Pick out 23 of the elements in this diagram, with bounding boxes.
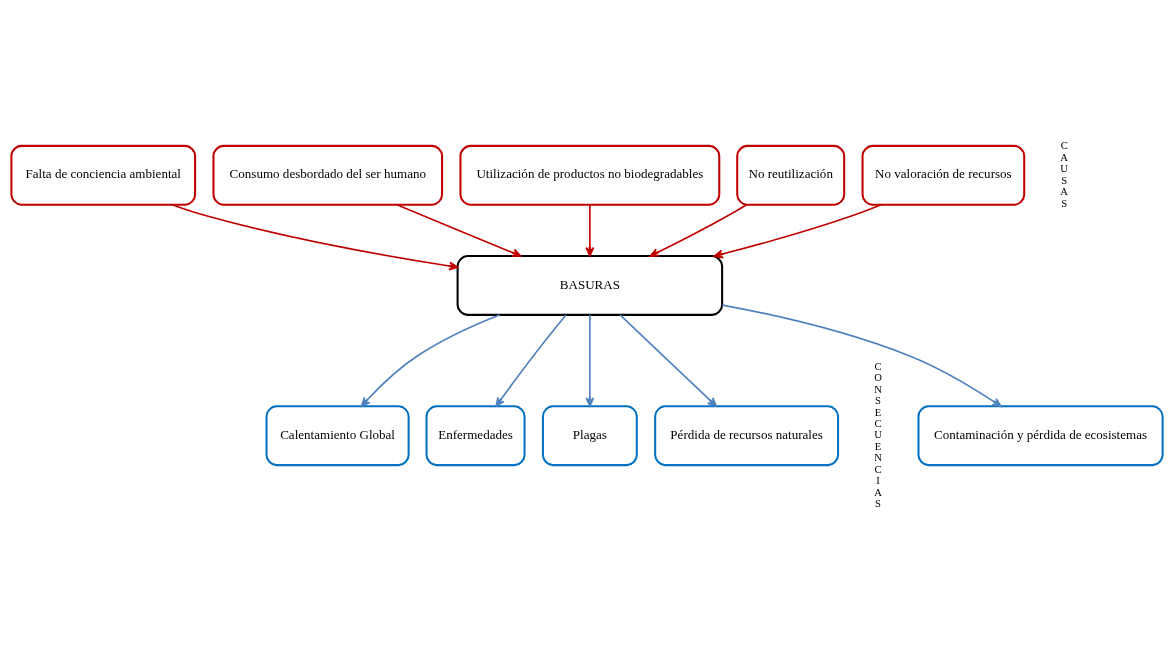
arrow <box>360 314 501 407</box>
node-box: Plagas <box>541 405 638 467</box>
node-box: Calentamiento Global <box>265 405 410 467</box>
arrow <box>585 204 595 257</box>
node-box: Enfermedades <box>425 405 526 467</box>
arrow <box>721 304 1002 408</box>
node-box: Utilización de productos no biodegradables <box>459 144 721 206</box>
arrow <box>713 203 882 259</box>
node-box: Falta de conciencia ambiental <box>10 144 197 206</box>
node-box: BASURAS <box>456 255 724 316</box>
arrow <box>585 314 595 407</box>
node-box: Contaminación y pérdida de ecosistemas <box>917 405 1164 467</box>
arrow <box>649 203 748 257</box>
node-box: No valoración de recursos <box>861 144 1026 206</box>
node-box: Pérdida de recursos naturales <box>654 405 840 467</box>
arrow <box>396 203 522 258</box>
node-box: Consumo desbordado del ser humano <box>212 144 444 206</box>
arrow <box>495 314 567 407</box>
label: CAUSAS <box>1060 140 1069 209</box>
arrow <box>619 314 718 407</box>
arrow <box>171 203 459 271</box>
node-box: No reutilización <box>736 144 846 206</box>
label: CONSECUENCIAS <box>874 360 882 510</box>
